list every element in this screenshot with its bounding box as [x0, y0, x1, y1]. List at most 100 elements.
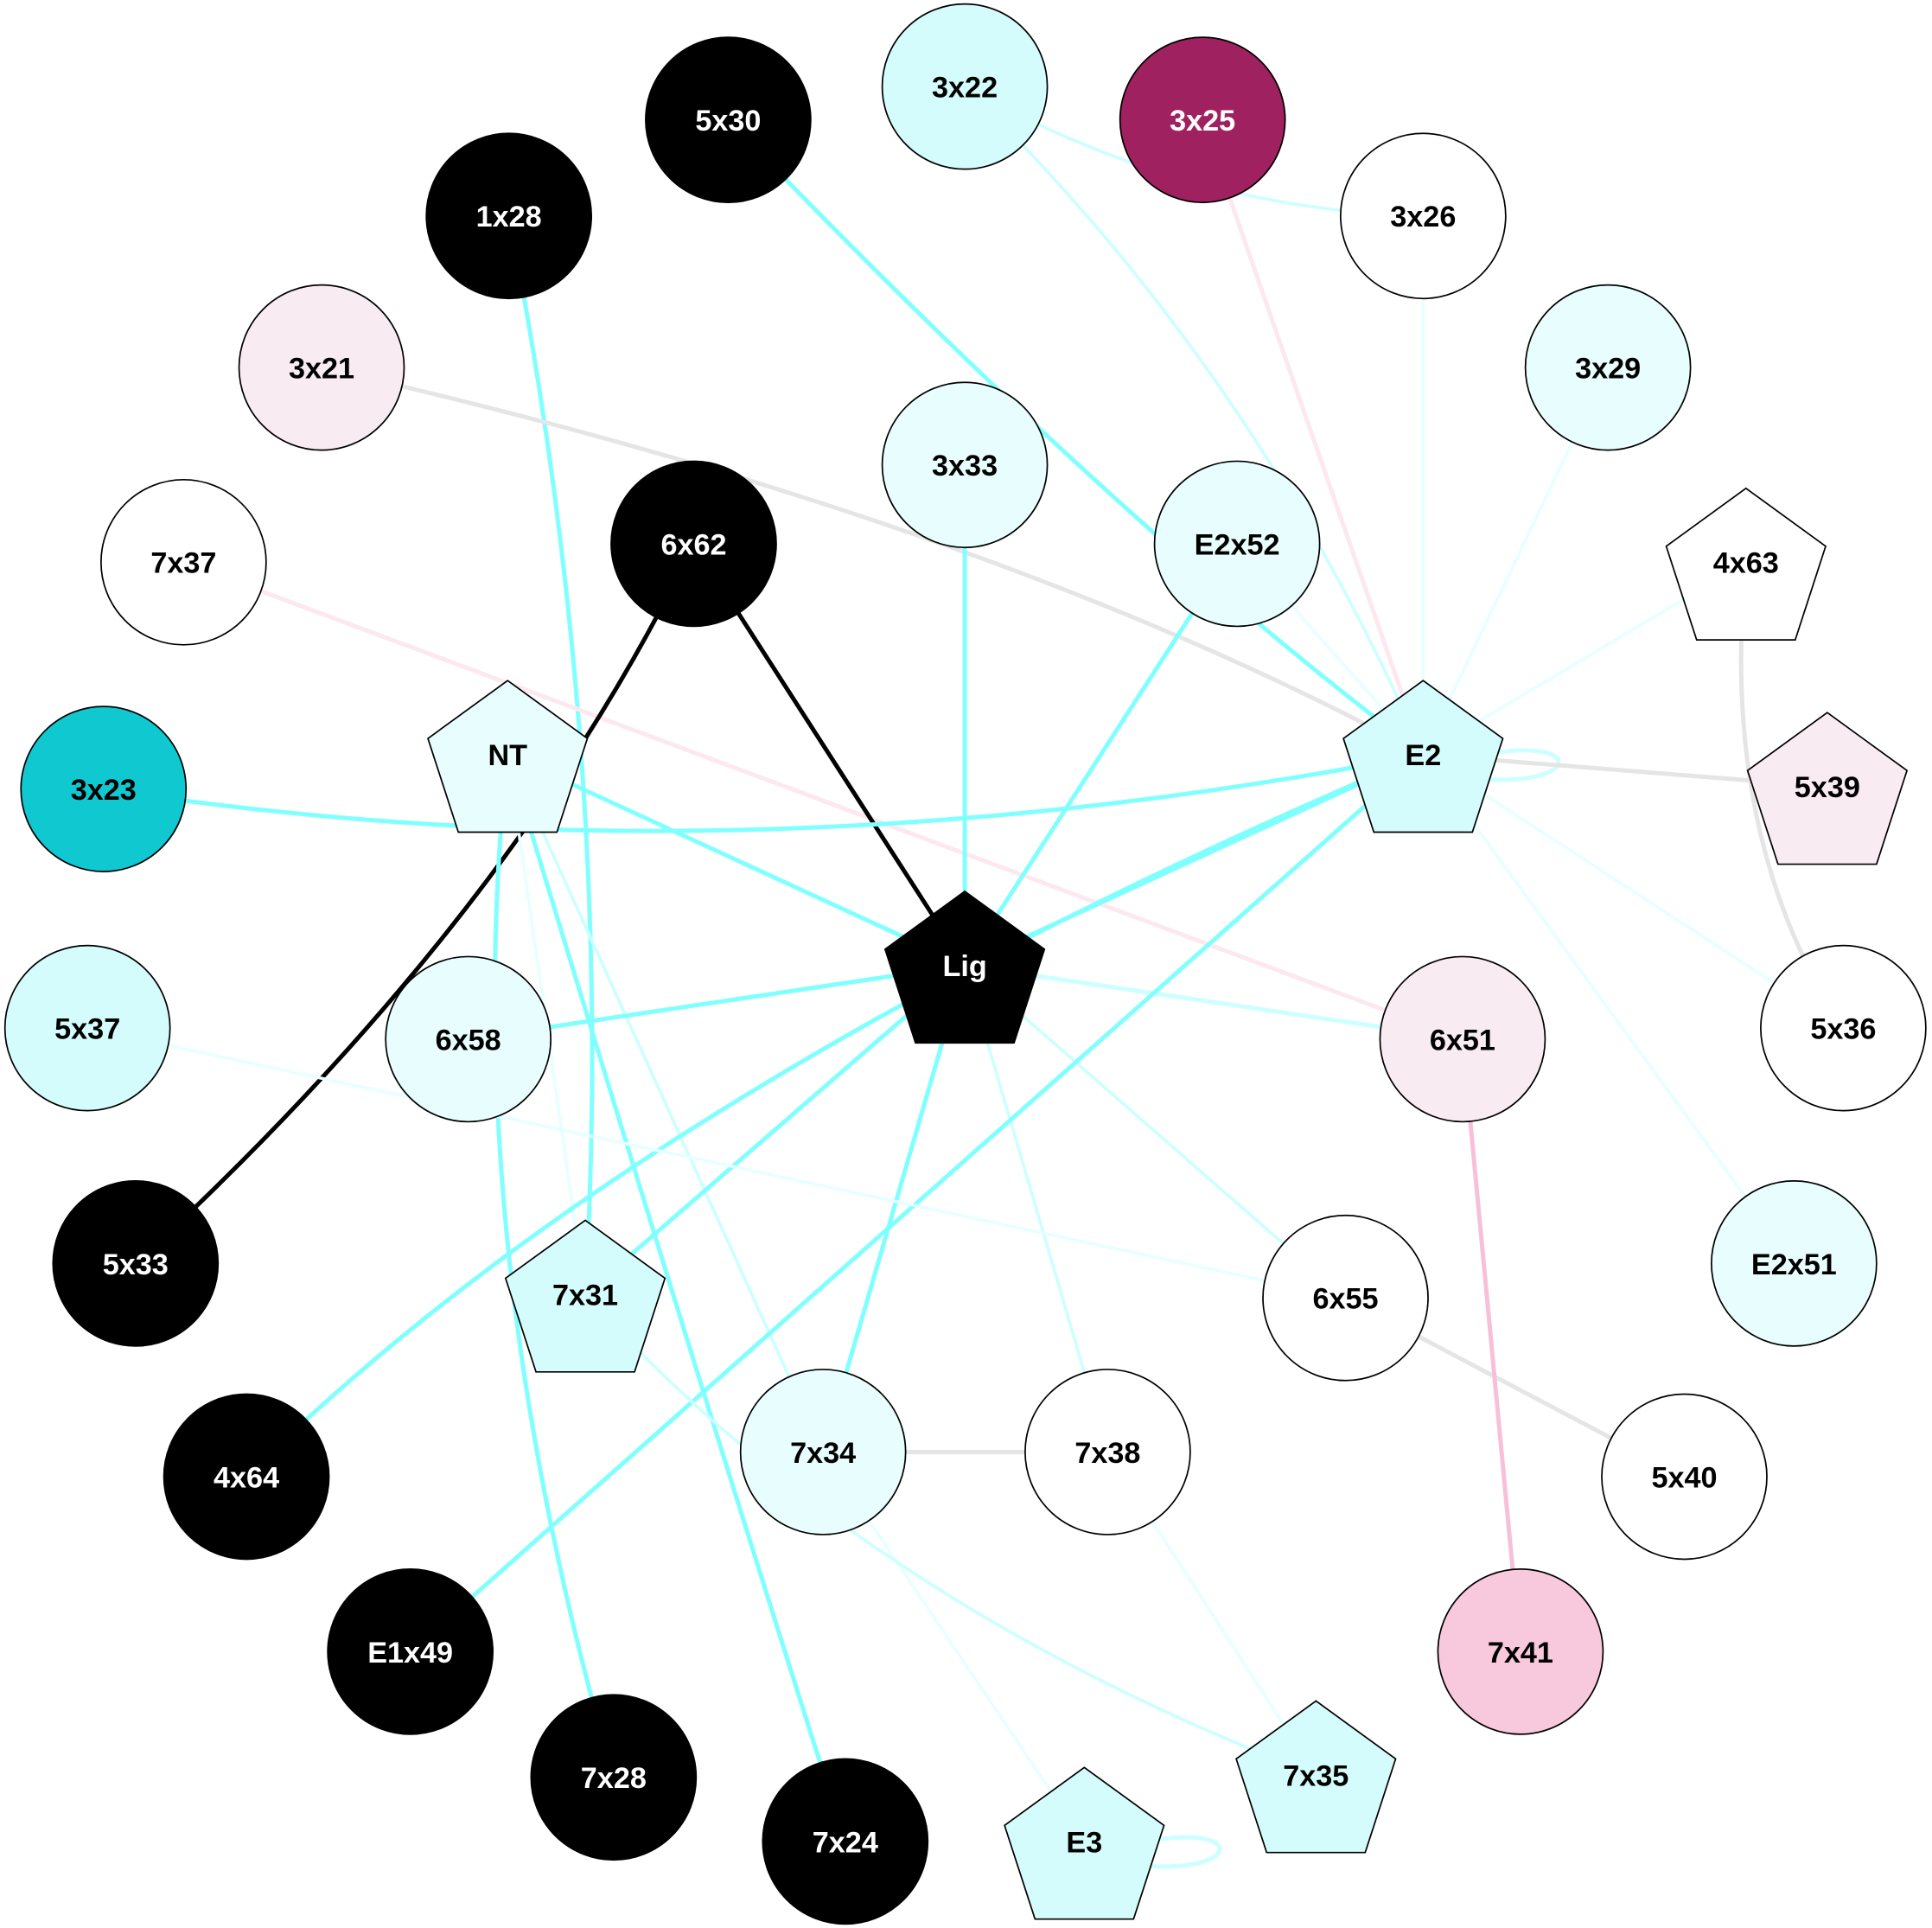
node-label: 6x51: [1430, 1024, 1495, 1057]
node-label: 1x28: [476, 201, 542, 233]
node-7x35[interactable]: 7x35: [1235, 1700, 1397, 1854]
node-E1x49[interactable]: E1x49: [327, 1568, 494, 1735]
node-NT[interactable]: NT: [427, 680, 589, 833]
node-6x55[interactable]: 6x55: [1262, 1214, 1429, 1382]
node-label: 5x36: [1810, 1013, 1876, 1046]
pentagon-node-shape: [1665, 487, 1827, 641]
node-label: Lig: [942, 950, 986, 983]
node-3x25[interactable]: 3x25: [1119, 36, 1286, 203]
circle-node-shape: [645, 36, 812, 203]
node-label: 7x35: [1283, 1759, 1349, 1792]
node-7x37[interactable]: 7x37: [100, 478, 267, 646]
node-3x29[interactable]: 3x29: [1524, 284, 1692, 451]
node-7x31[interactable]: 7x31: [504, 1219, 666, 1373]
node-label: 4x64: [214, 1461, 279, 1494]
circle-node-shape: [881, 3, 1049, 170]
edge-E2-E1x49: [408, 752, 1425, 1654]
node-label: 5x30: [695, 105, 761, 137]
node-E2x51[interactable]: E2x51: [1711, 1180, 1878, 1347]
node-5x33[interactable]: 5x33: [52, 1180, 220, 1347]
node-label: 4x63: [1713, 547, 1779, 580]
edge-E2x52-Lig: [962, 542, 1240, 967]
node-label: 3x29: [1575, 353, 1641, 386]
edge-3x25-E2: [1200, 118, 1425, 756]
node-6x62[interactable]: 6x62: [610, 460, 777, 628]
node-label: 7x31: [552, 1279, 618, 1312]
edge-NT-Lig: [507, 752, 966, 967]
node-Lig[interactable]: Lig: [883, 890, 1046, 1044]
edge-7x31-7x35: [583, 1293, 1317, 1777]
circle-node-shape: [1024, 1369, 1191, 1535]
circle-node-shape: [163, 1393, 330, 1561]
pentagon-node-shape: [883, 890, 1046, 1044]
node-6x58[interactable]: 6x58: [385, 955, 552, 1123]
node-4x64[interactable]: 4x64: [163, 1393, 330, 1561]
edge-E2-E2: [1484, 748, 1561, 782]
edge-3x23-E2: [103, 752, 1424, 833]
edge-7x37-6x51: [182, 559, 1463, 1042]
node-7x34[interactable]: 7x34: [739, 1369, 907, 1535]
node-3x23[interactable]: 3x23: [20, 705, 188, 872]
circle-node-shape: [385, 955, 552, 1123]
node-5x37[interactable]: 5x37: [3, 944, 171, 1112]
circle-node-shape: [1379, 955, 1546, 1123]
circle-node-shape: [238, 284, 405, 451]
edge-Lig-6x51: [964, 962, 1463, 1042]
node-7x28[interactable]: 7x28: [530, 1694, 698, 1861]
circle-node-shape: [100, 478, 267, 646]
pentagon-node-shape: [1004, 1766, 1165, 1920]
edge-3x22-E2: [963, 85, 1425, 756]
node-3x22[interactable]: 3x22: [881, 3, 1049, 170]
edge-6x51-7x41: [1460, 1038, 1523, 1652]
circle-node-shape: [1524, 284, 1692, 451]
node-E2[interactable]: E2: [1342, 680, 1504, 833]
circle-node-shape: [1437, 1568, 1604, 1735]
node-7x38[interactable]: 7x38: [1024, 1369, 1191, 1535]
pentagon-node-shape: [1746, 712, 1909, 865]
node-E2x52[interactable]: E2x52: [1153, 460, 1321, 628]
edge-E2-E2x51: [1421, 753, 1795, 1265]
node-E3[interactable]: E3: [1004, 1766, 1165, 1920]
circle-node-shape: [739, 1369, 907, 1535]
edge-NT-7x34: [506, 753, 825, 1453]
node-label: 7x38: [1074, 1437, 1140, 1470]
node-label: NT: [488, 739, 527, 772]
node-5x30[interactable]: 5x30: [645, 36, 812, 203]
node-7x24[interactable]: 7x24: [762, 1758, 929, 1925]
node-3x33[interactable]: 3x33: [881, 381, 1049, 549]
circle-node-shape: [610, 460, 777, 628]
node-3x26[interactable]: 3x26: [1339, 132, 1507, 300]
node-3x21[interactable]: 3x21: [238, 284, 405, 451]
circle-node-shape: [762, 1758, 929, 1925]
edge-5x30-E2: [726, 118, 1425, 757]
node-label: 3x22: [932, 72, 998, 105]
circle-node-shape: [881, 381, 1049, 549]
node-label: 6x55: [1312, 1283, 1378, 1316]
node-7x41[interactable]: 7x41: [1437, 1568, 1604, 1735]
edge-NT-7x28: [492, 754, 616, 1778]
node-5x36[interactable]: 5x36: [1760, 944, 1927, 1112]
node-label: E2x51: [1751, 1248, 1837, 1281]
node-label: E1x49: [367, 1637, 453, 1669]
node-6x51[interactable]: 6x51: [1379, 955, 1546, 1123]
node-label: 7x28: [581, 1762, 647, 1795]
edge-6x62-Lig: [692, 542, 967, 967]
pentagon-node-shape: [427, 680, 589, 833]
node-5x40[interactable]: 5x40: [1601, 1393, 1768, 1561]
edge-E3-E3: [1145, 1835, 1222, 1869]
node-label: 6x58: [436, 1024, 501, 1057]
node-label: 3x33: [932, 450, 998, 482]
node-1x28[interactable]: 1x28: [425, 132, 593, 300]
node-label: E3: [1066, 1826, 1102, 1859]
edge-Lig-7x34: [820, 964, 967, 1453]
edge-NT-7x24: [505, 753, 848, 1842]
node-label: 3x26: [1390, 201, 1456, 233]
node-5x39[interactable]: 5x39: [1746, 712, 1909, 865]
node-label: 5x39: [1795, 771, 1860, 804]
node-4x63[interactable]: 4x63: [1665, 487, 1827, 641]
circle-node-shape: [1153, 460, 1321, 628]
edge-Lig-7x31: [583, 963, 966, 1296]
circle-node-shape: [1119, 36, 1286, 203]
